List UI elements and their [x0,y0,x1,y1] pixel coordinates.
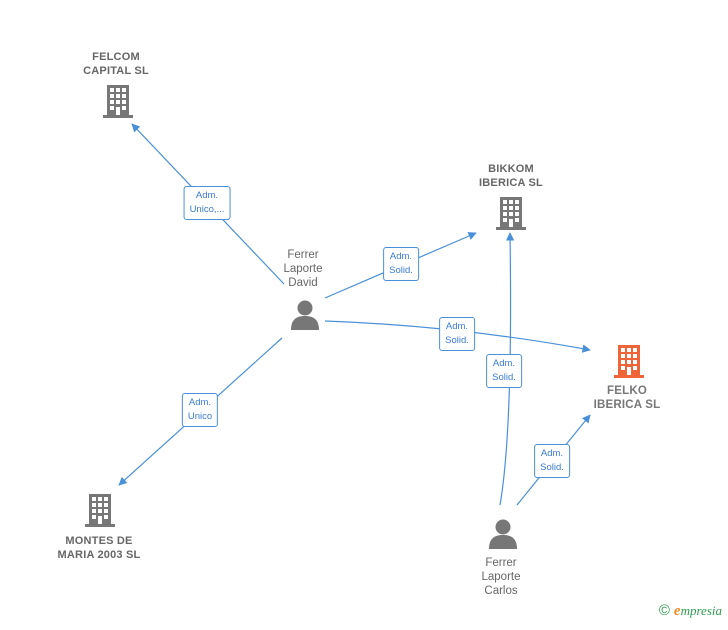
building-icon[interactable] [496,197,526,230]
person-icon[interactable] [489,519,517,550]
edge-label-carlos-bikkom[interactable]: Adm. Solid. [486,354,522,388]
building-icon[interactable] [103,85,133,118]
brand-name: mpresia [680,603,722,618]
building-icon[interactable] [85,494,115,527]
node-carlos-label[interactable]: Ferrer Laporte Carlos [481,557,521,597]
node-felcom-label[interactable]: FELCOM CAPITAL SL [83,51,149,77]
brand-footer[interactable]: ©empresia [659,602,722,620]
node-montes-label[interactable]: MONTES DE MARIA 2003 SL [57,535,141,561]
brand-logo-letter: e [673,603,681,619]
node-david-label[interactable]: Ferrer Laporte David [283,249,323,289]
edge-label-david-felko[interactable]: Adm. Solid. [439,317,475,351]
edge-carlos-bikkom [499,232,515,506]
edge-label-carlos-felko[interactable]: Adm. Solid. [534,444,570,478]
edge-label-david-montes[interactable]: Adm. Unico [181,393,219,427]
node-bikkom-label[interactable]: BIKKOM IBERICA SL [479,163,543,189]
person-icon[interactable] [291,300,319,331]
edge-label-david-felcom[interactable]: Adm. Unico,... [183,186,231,220]
building-icon[interactable] [614,345,644,378]
copyright-icon: © [658,602,670,619]
node-felko-label[interactable]: FELKO IBERICA SL [593,385,661,411]
edge-label-david-bikkom[interactable]: Adm. Solid. [383,247,419,281]
